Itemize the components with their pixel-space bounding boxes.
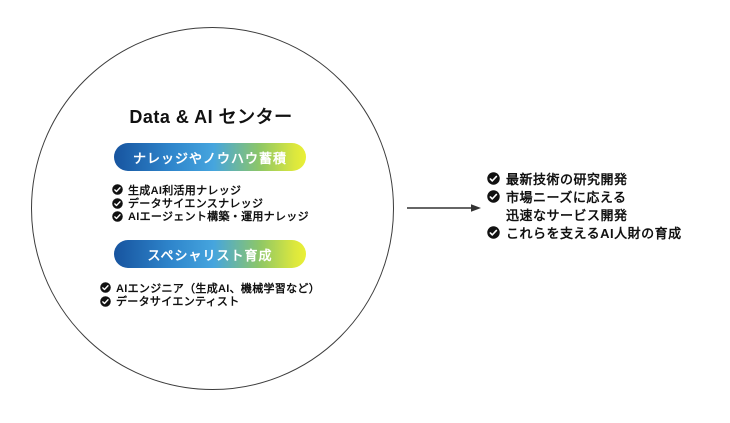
knowledge-list: 生成AI利活用ナレッジ データサイエンスナレッジ AIエージェント構築・運用ナレ… xyxy=(112,183,309,223)
check-circle-icon xyxy=(487,171,500,185)
specialist-list: AIエンジニア（生成AI、機械学習など） データサイエンティスト xyxy=(100,281,320,308)
check-circle-icon xyxy=(487,189,500,203)
pill-knowledge-accumulation: ナレッジやノウハウ蓄積 xyxy=(114,143,306,171)
check-circle-icon xyxy=(100,282,111,293)
outcomes-list: 最新技術の研究開発 市場ニーズに応える 迅速なサービス開発 これらを支えるAI人… xyxy=(487,169,682,241)
list-item-label: データサイエンスナレッジ xyxy=(128,198,264,211)
outcome-label: 市場ニーズに応える xyxy=(506,189,627,205)
check-circle-icon xyxy=(112,211,123,222)
circle-title: Data & AI センター xyxy=(129,107,293,127)
list-item: AIエージェント構築・運用ナレッジ xyxy=(112,210,309,223)
list-item-label: AIエージェント構築・運用ナレッジ xyxy=(128,211,309,224)
list-item: データサイエンスナレッジ xyxy=(112,196,309,211)
data-ai-center-circle xyxy=(31,27,394,390)
outcome-item: 市場ニーズに応える xyxy=(487,187,682,205)
list-item-label: 生成AI利活用ナレッジ xyxy=(128,184,242,197)
check-circle-icon xyxy=(100,295,111,307)
outcome-item: 最新技術の研究開発 xyxy=(487,169,682,187)
outcome-label: 迅速なサービス開発 xyxy=(506,207,628,223)
outcome-label: 最新技術の研究開発 xyxy=(506,171,628,187)
list-item-label: データサイエンティスト xyxy=(116,296,240,309)
pill-specialist-development: スペシャリスト育成 xyxy=(114,240,306,268)
list-item: データサイエンティスト xyxy=(100,294,320,309)
check-circle-icon xyxy=(112,184,123,195)
outcome-item-continuation: 迅速なサービス開発 xyxy=(487,205,682,223)
check-circle-icon xyxy=(487,225,500,239)
list-item: AIエンジニア（生成AI、機械学習など） xyxy=(100,281,320,295)
check-circle-icon xyxy=(112,197,123,209)
list-item-label: AIエンジニア（生成AI、機械学習など） xyxy=(116,282,320,295)
outcome-label: これらを支えるAI人財の育成 xyxy=(506,225,682,241)
outcome-item: これらを支えるAI人財の育成 xyxy=(487,223,682,241)
right-arrow-icon xyxy=(407,204,481,212)
list-item: 生成AI利活用ナレッジ xyxy=(112,183,309,197)
